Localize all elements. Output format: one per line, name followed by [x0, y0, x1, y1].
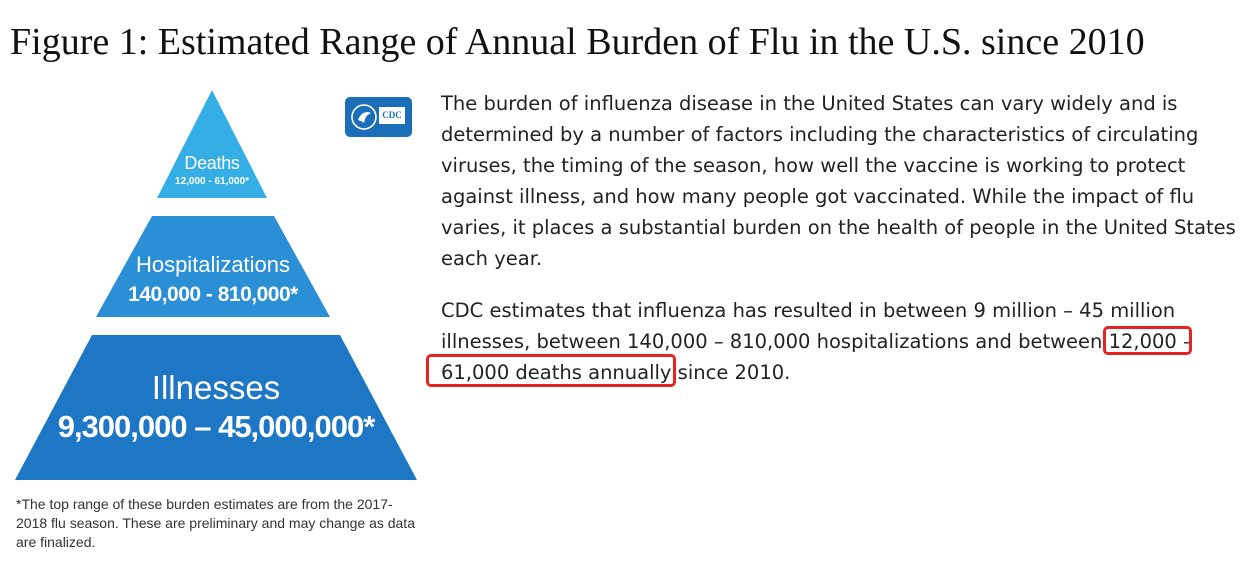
tier-value-hospitalizations: 140,000 - 810,000*	[128, 283, 298, 306]
pyramid-tier-illnesses: Illnesses 9,300,000 – 45,000,000*	[15, 335, 417, 480]
highlight-box-deaths-end	[426, 354, 676, 387]
trapezoid-shape	[96, 216, 330, 317]
paragraph-estimates: CDC estimates that influenza has resulte…	[441, 299, 1193, 384]
cdc-logo: CDC	[345, 97, 412, 137]
pyramid-tier-hospitalizations: Hospitalizations 140,000 - 810,000*	[96, 216, 330, 317]
triangle-shape	[157, 90, 267, 198]
burden-pyramid: Deaths 12,000 - 61,000* Hospitalizations…	[0, 0, 430, 565]
hhs-eagle-icon	[351, 104, 377, 130]
tier-value-illnesses: 9,300,000 – 45,000,000*	[57, 409, 376, 444]
article-body: The burden of influenza disease in the U…	[441, 88, 1241, 409]
figure-title: Figure 1: Estimated Range of Annual Burd…	[10, 21, 1145, 63]
pyramid-tier-deaths: Deaths 12,000 - 61,000*	[157, 90, 267, 198]
tier-value-deaths: 12,000 - 61,000*	[175, 176, 249, 187]
tier-label-illnesses: Illnesses	[151, 369, 281, 406]
cdc-badge: CDC	[379, 107, 405, 124]
trapezoid-shape	[15, 335, 417, 480]
tier-label-hospitalizations: Hospitalizations	[135, 252, 291, 277]
paragraph-burden: The burden of influenza disease in the U…	[441, 92, 1236, 270]
highlight-box-deaths-start	[1103, 326, 1192, 355]
tier-label-deaths: Deaths	[184, 153, 240, 173]
pyramid-footnote: *The top range of these burden estimates…	[16, 496, 415, 550]
